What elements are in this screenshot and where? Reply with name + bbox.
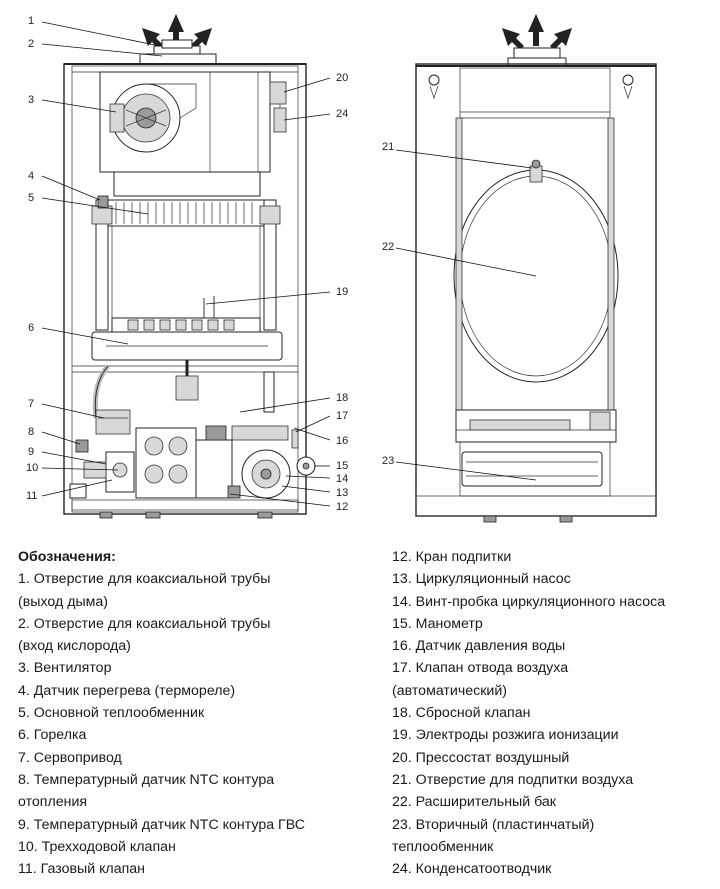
callout: 14 bbox=[336, 473, 348, 485]
burner bbox=[91, 317, 283, 361]
legend-item: 7. Сервопривод bbox=[18, 749, 122, 766]
main-heat-exchanger bbox=[107, 199, 265, 227]
callout: 17 bbox=[336, 410, 348, 422]
coaxial-pipe-inner bbox=[161, 39, 193, 49]
callout: 2 bbox=[28, 38, 34, 50]
air-pressure-switch bbox=[269, 81, 287, 105]
callout: 18 bbox=[336, 392, 348, 404]
fan bbox=[109, 83, 197, 153]
servo-drive bbox=[95, 409, 131, 435]
legend-item: 15. Манометр bbox=[392, 615, 483, 632]
legend-item: 12. Кран подпитки bbox=[392, 549, 512, 565]
legend-item: 6. Горелка bbox=[18, 727, 87, 744]
callout: 20 bbox=[336, 72, 348, 84]
circulation-pump bbox=[241, 449, 291, 499]
secondary-heat-exchanger bbox=[461, 451, 603, 487]
legend-item: 23. Вторичный (пластинчатый) теплообменн… bbox=[392, 816, 595, 855]
callout: 19 bbox=[336, 286, 348, 298]
legend-item: 3. Вентилятор bbox=[18, 660, 112, 677]
legend-item: 2. Отверстие для коаксиальной трубы (вхо… bbox=[18, 615, 271, 655]
callout: 12 bbox=[336, 501, 348, 513]
callout: 24 bbox=[336, 108, 348, 120]
legend-item: 14. Винт-пробка циркуляционного насоса bbox=[392, 593, 666, 610]
callout: 7 bbox=[28, 398, 34, 410]
callout: 5 bbox=[28, 192, 34, 204]
callout: 3 bbox=[28, 94, 34, 106]
flue-arrows-right bbox=[502, 14, 572, 50]
flue-arrows-left bbox=[142, 14, 212, 50]
callout: 22 bbox=[382, 241, 394, 253]
legend: Обозначения: 1. Отверстие для коаксиальн… bbox=[0, 540, 720, 889]
callout: 1 bbox=[28, 15, 34, 27]
legend-item: 8. Температурный датчик NTC контура отоп… bbox=[18, 771, 275, 811]
expansion-tank bbox=[453, 159, 619, 383]
callout: 21 bbox=[382, 141, 394, 153]
callout: 13 bbox=[336, 487, 348, 499]
legend-item: 20. Прессостат воздушный bbox=[392, 749, 570, 766]
rear-view: 21 22 23 bbox=[382, 14, 657, 523]
callout: 11 bbox=[26, 490, 37, 502]
callout: 15 bbox=[336, 460, 348, 472]
callout: 4 bbox=[28, 170, 34, 182]
legend-item: 10. Трехходовой клапан bbox=[18, 838, 176, 855]
legend-item: 5. Основной теплообменник bbox=[18, 705, 205, 722]
callout: 9 bbox=[28, 446, 34, 458]
callout: 16 bbox=[336, 435, 348, 447]
callout: 10 bbox=[26, 462, 38, 474]
legend-item: 22. Расширительный бак bbox=[392, 794, 556, 811]
callout: 8 bbox=[28, 426, 34, 438]
legend-item: 21. Отверстие для подпитки воздуха bbox=[392, 771, 634, 788]
hydraulic-group bbox=[135, 425, 289, 499]
callout: 23 bbox=[382, 455, 394, 467]
legend-item: 4. Датчик перегрева (термореле) bbox=[18, 682, 236, 699]
overheat-sensor bbox=[97, 195, 109, 209]
legend-item: 24. Конденсатоотводчик bbox=[392, 861, 552, 878]
front-view: 1 2 3 4 5 6 7 8 9 10 11 12 13 14 15 16 1… bbox=[26, 14, 348, 519]
legend-item: 17. Клапан отвода воздуха (автоматически… bbox=[392, 660, 569, 699]
legend-column-left: Обозначения: 1. Отверстие для коаксиальн… bbox=[18, 546, 368, 880]
legend-column-right: 12. Кран подпитки 13. Циркуляционный нас… bbox=[392, 546, 714, 880]
legend-item: 9. Температурный датчик NTC контура ГВС bbox=[18, 816, 305, 833]
legend-item: 1. Отверстие для коаксиальной трубы (вых… bbox=[18, 571, 271, 610]
legend-item: 11. Газовый клапан bbox=[18, 861, 146, 878]
legend-title: Обозначения: bbox=[18, 549, 116, 565]
legend-item: 13. Циркуляционный насос bbox=[392, 571, 571, 588]
boiler-diagram: 1 2 3 4 5 6 7 8 9 10 11 12 13 14 15 16 1… bbox=[26, 14, 657, 523]
legend-item: 18. Сбросной клапан bbox=[392, 705, 531, 722]
callout: 6 bbox=[28, 322, 34, 334]
legend-item: 19. Электроды розжига ионизации bbox=[392, 727, 619, 744]
legend-item: 16. Датчик давления воды bbox=[392, 638, 566, 655]
